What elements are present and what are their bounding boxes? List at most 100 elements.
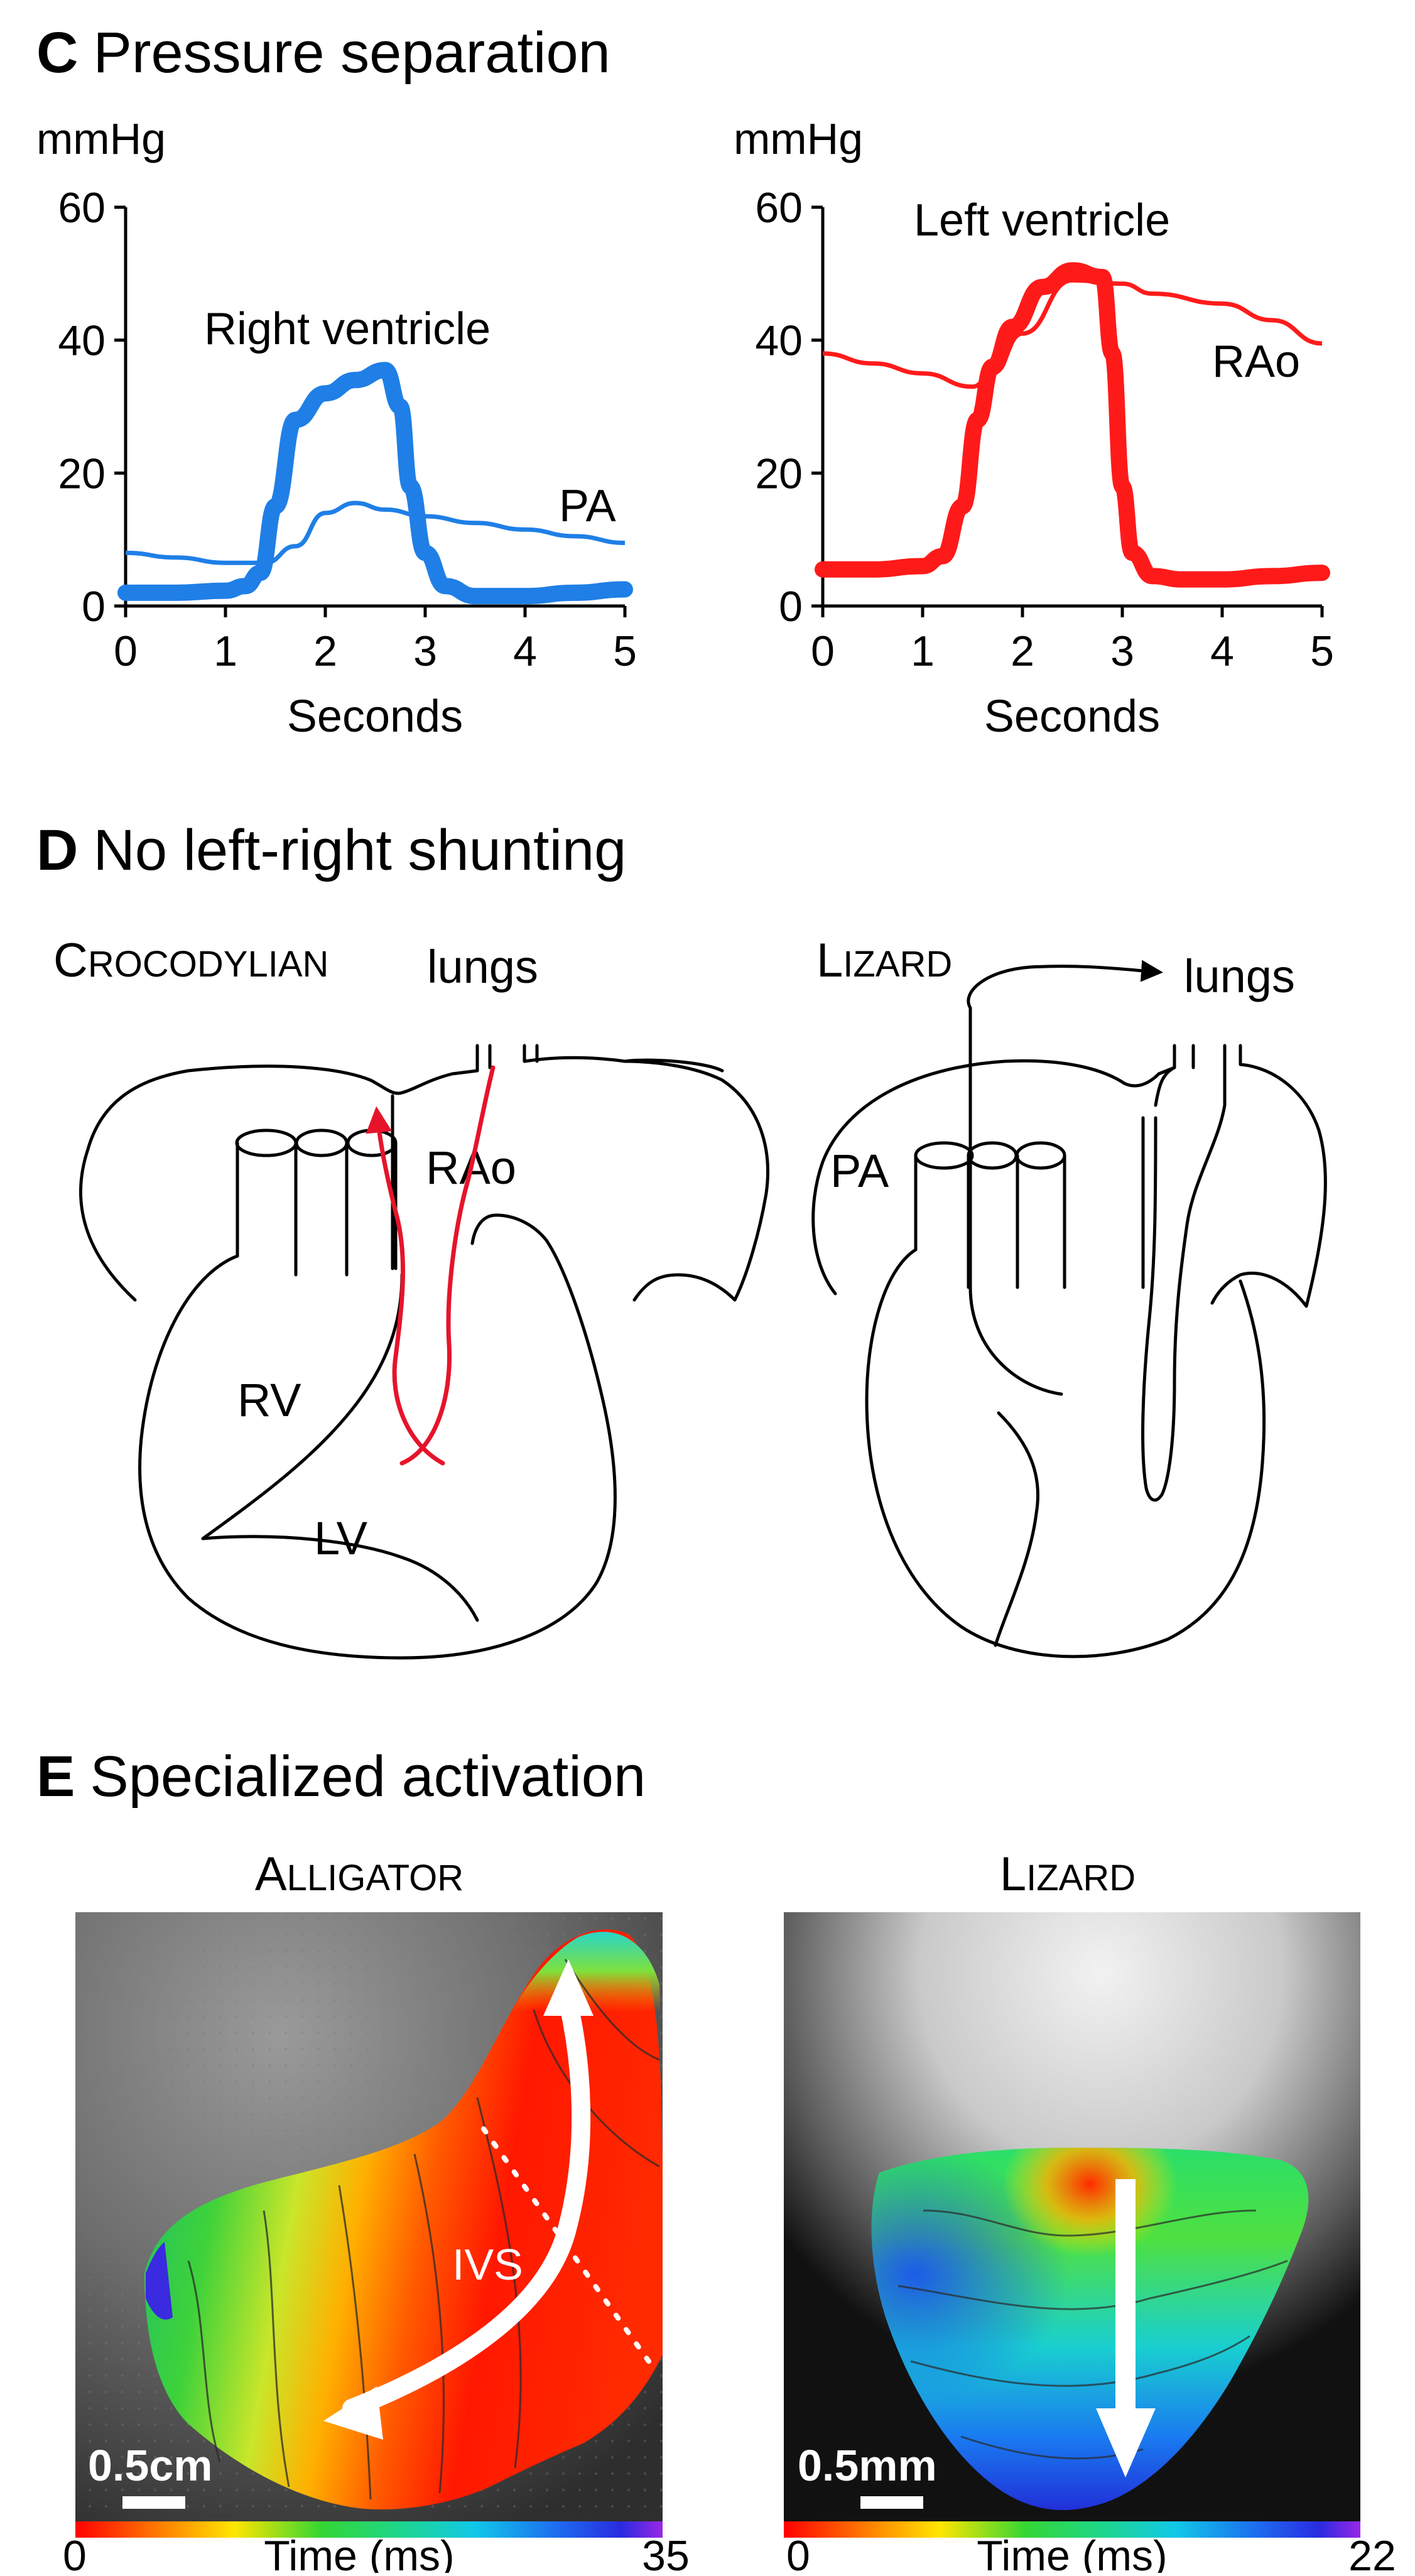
lizard-flow-arrow xyxy=(967,960,1163,1010)
alligator-scale-bar xyxy=(122,2496,185,2509)
lizard-colorbar-min: 0 xyxy=(786,2532,810,2573)
crocodylian-septum-curve xyxy=(201,1273,404,1540)
x-tick-label: 4 xyxy=(1210,627,1234,675)
x-tick-label: 0 xyxy=(811,627,835,675)
alligator-scale-label: 0.5cm xyxy=(88,2441,212,2490)
label-rao-chart: RAo xyxy=(1212,337,1300,387)
y-tick-label: 0 xyxy=(82,583,106,630)
alligator-colorbar-max: 35 xyxy=(642,2532,690,2573)
lizard-red-region xyxy=(871,2148,1309,2510)
y-tick-label: 0 xyxy=(779,583,803,630)
lizard-ventricle-outline xyxy=(865,1248,1266,1659)
chart-2-unit-label: mmHg xyxy=(734,114,863,163)
lizard-colorbar-max: 22 xyxy=(1348,2532,1396,2573)
series-right-ventricle-line xyxy=(117,362,633,605)
lizard-label-d: LIZARD xyxy=(816,934,952,987)
lizard-activation-arrow xyxy=(1115,2179,1136,2411)
crocodylian-vessels xyxy=(236,1141,398,1277)
lizard-atrium-link xyxy=(1154,1066,1176,1107)
x-tick-label: 5 xyxy=(613,627,637,675)
lizard-scale-bar xyxy=(860,2496,923,2509)
lizard-colorbar xyxy=(784,2521,1360,2538)
alligator-colorbar xyxy=(75,2521,663,2538)
alligator-activation-arrow xyxy=(342,1994,591,2418)
lizard-lung-vessel xyxy=(1173,1044,1242,1069)
lizard-scale-label: 0.5mm xyxy=(798,2441,937,2490)
chart-2-x-ticks: 0 1 2 3 4 5 xyxy=(811,606,1334,675)
x-tick-label: 1 xyxy=(214,627,237,675)
label-rv: RV xyxy=(237,1374,301,1426)
label-pa-diagram: PA xyxy=(830,1145,889,1197)
y-tick-label: 40 xyxy=(58,317,106,365)
lizard-septum xyxy=(1141,1063,1227,1502)
y-tick-label: 40 xyxy=(755,317,803,365)
series-left-ventricle-line xyxy=(815,262,1330,588)
series-pa-line xyxy=(125,501,626,565)
lizard-label-e: LIZARD xyxy=(1000,1848,1136,1901)
chart-1-x-axis-title: Seconds xyxy=(287,691,463,742)
alligator-colorbar-title: Time (ms) xyxy=(264,2532,454,2573)
alligator-label: ALLIGATOR xyxy=(255,1848,464,1901)
crocodylian-label: CROCODYLIAN xyxy=(53,934,328,987)
y-tick-label: 20 xyxy=(58,450,106,497)
chart-1-x-ticks: 0 1 2 3 4 5 xyxy=(114,606,637,675)
alligator-activation-map: IVS 0.5cm xyxy=(75,1912,663,2521)
crocodylian-vessel-top-1 xyxy=(235,1128,298,1157)
alligator-blue-spot xyxy=(146,2242,173,2320)
lizard-activation-map: 0.5mm xyxy=(784,1912,1360,2521)
lizard-vessels xyxy=(914,1116,1145,1289)
lizard-heart-diagram: LIZARD lungs PA xyxy=(811,934,1327,1659)
x-tick-label: 2 xyxy=(313,627,337,675)
chart-1-unit-label: mmHg xyxy=(36,114,166,163)
label-pa: PA xyxy=(559,481,616,531)
y-tick-label: 60 xyxy=(755,184,803,232)
x-tick-label: 1 xyxy=(911,627,935,675)
lizard-vessel-top-3 xyxy=(1015,1141,1066,1170)
lungs-label-lizard: lungs xyxy=(1184,950,1295,1002)
crocodylian-heart-diagram: CROCODYLIAN lungs RV LV RAo xyxy=(53,934,769,1660)
crocodylian-flow-arrow xyxy=(366,1106,445,1466)
crocodylian-atrium-top xyxy=(523,1056,627,1063)
label-ivs: IVS xyxy=(452,2240,523,2289)
x-tick-label: 4 xyxy=(513,627,537,675)
lizard-arrowhead-down xyxy=(1096,2408,1156,2477)
alligator-arrowhead-left xyxy=(323,2386,383,2440)
label-left-ventricle: Left ventricle xyxy=(914,195,1170,246)
label-lv: LV xyxy=(314,1512,368,1564)
x-tick-label: 0 xyxy=(114,627,138,675)
alligator-arrowhead-up xyxy=(543,1959,594,2016)
crocodylian-ventricle-outline xyxy=(138,1213,617,1660)
lungs-label-crocodylian: lungs xyxy=(427,941,538,993)
crocodylian-lung-vessel xyxy=(475,1044,539,1073)
crocodylian-lower-septum xyxy=(201,1535,479,1622)
ivs-dotted-line xyxy=(481,2126,656,2370)
x-tick-label: 3 xyxy=(413,627,437,675)
x-tick-label: 5 xyxy=(1310,627,1334,675)
crocodylian-vessel-top-3 xyxy=(346,1128,398,1157)
chart-2-x-axis-title: Seconds xyxy=(984,691,1160,742)
lizard-right-lobe xyxy=(1210,1063,1327,1308)
lizard-flow-line xyxy=(968,1006,1063,1396)
lizard-colorbar-title: Time (ms) xyxy=(977,2532,1167,2573)
crocodylian-flow-return xyxy=(399,1065,496,1466)
x-tick-label: 2 xyxy=(1011,627,1034,675)
lizard-atrium-outline xyxy=(811,1059,1176,1296)
x-tick-label: 3 xyxy=(1110,627,1134,675)
crocodylian-vessel-top-2 xyxy=(295,1128,349,1157)
lizard-vessel-top-1 xyxy=(914,1141,974,1170)
alligator-colorbar-min: 0 xyxy=(63,2532,87,2573)
crocodylian-atrium-outline xyxy=(79,1064,479,1302)
label-right-ventricle: Right ventricle xyxy=(204,304,491,354)
lizard-vessel-top-2 xyxy=(967,1141,1018,1170)
